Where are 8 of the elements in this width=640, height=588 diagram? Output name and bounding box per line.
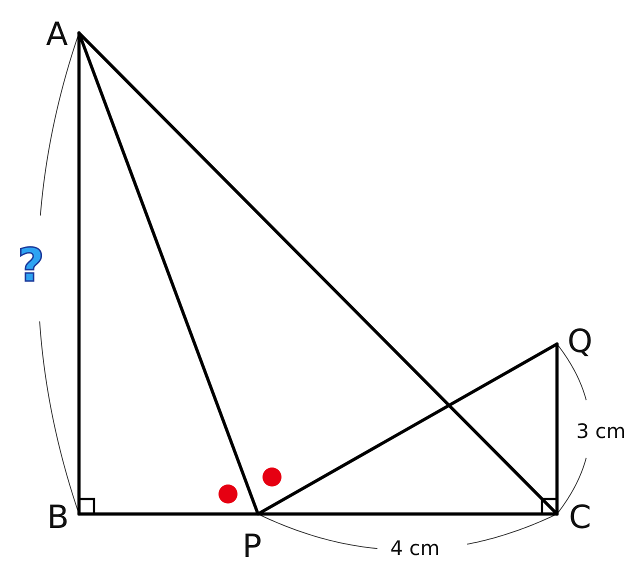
point-label: A [46, 18, 68, 50]
point-label: P [242, 530, 262, 562]
dimension-label: 3 cm [576, 421, 626, 441]
point-label: C [568, 501, 592, 533]
point-label: Q [567, 325, 593, 357]
dimension-label: 4 cm [390, 538, 440, 558]
point-label: B [47, 501, 69, 533]
unknown-mark: ? [18, 242, 44, 288]
